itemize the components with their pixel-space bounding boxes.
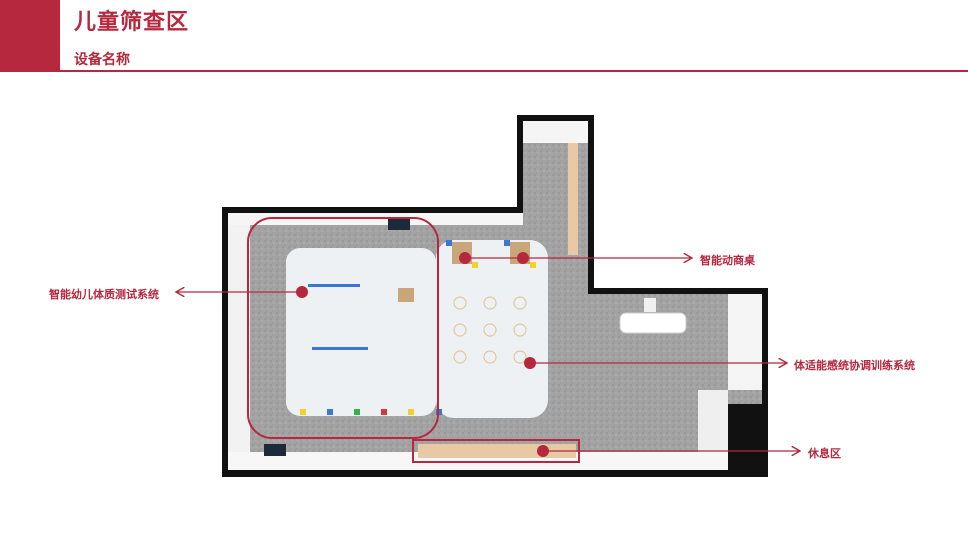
rest-area-label: 休息区 [808, 448, 841, 460]
page-title: 儿童筛查区 [74, 9, 190, 34]
fitness-test-mat [286, 248, 436, 416]
header-accent-block [0, 0, 60, 72]
west-window-wall [228, 213, 250, 470]
fitness-test-system-label: 智能幼儿体质测试系统 [49, 289, 159, 301]
fitness-test-equipment [300, 284, 442, 415]
rest-bench [418, 444, 576, 458]
east-dark-block [728, 404, 762, 470]
header-divider [0, 70, 968, 72]
east-wall-strip [728, 294, 762, 390]
smart-table-label: 智能动商桌 [700, 255, 755, 267]
reception-desk [619, 312, 687, 334]
wood-wall-panel [568, 143, 578, 255]
training-rings [453, 296, 527, 364]
wall-screen-top [388, 218, 410, 230]
page-subtitle: 设备名称 [74, 51, 130, 67]
wall-screen-bottom [264, 444, 286, 456]
east-cabinet [698, 390, 728, 452]
sensory-training-system-label: 体适能感统协调训练系统 [794, 360, 915, 372]
fitness-test-highlight [247, 217, 439, 439]
sensory-training-mat [436, 240, 548, 418]
north-tower-wall [523, 121, 588, 143]
